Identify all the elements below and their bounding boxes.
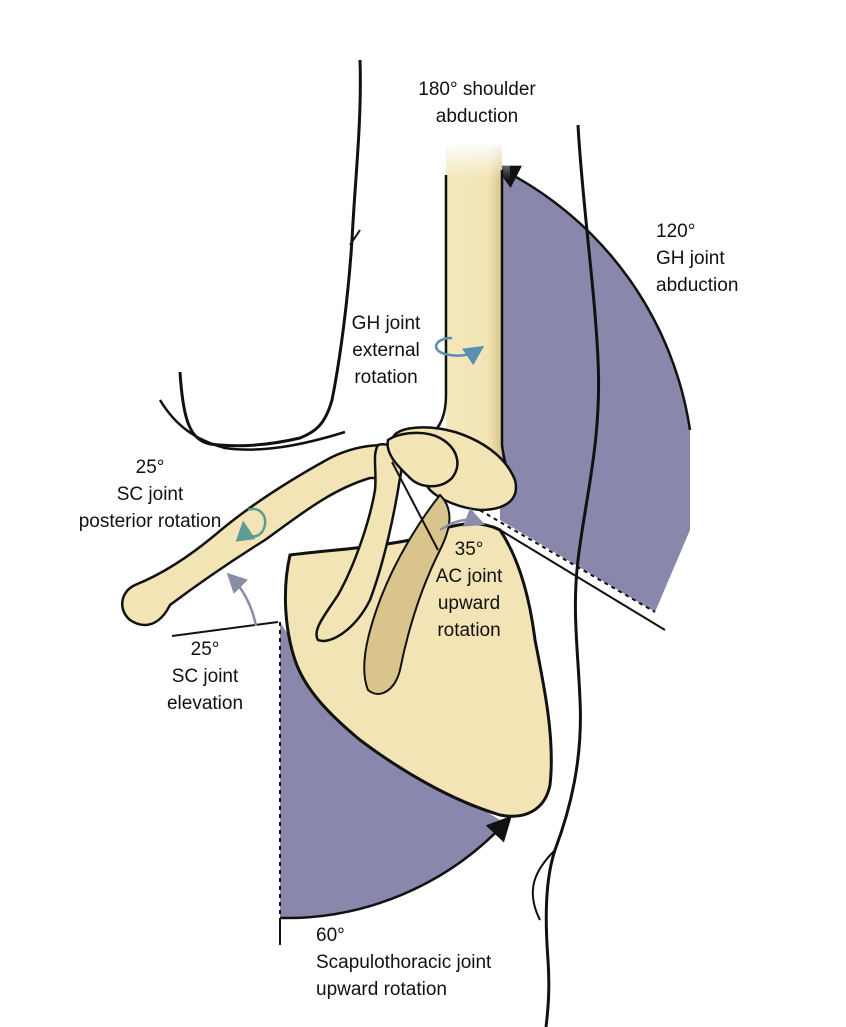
label-line: 120° xyxy=(656,221,696,242)
label-line: rotation xyxy=(354,367,418,388)
ac-pointer-line xyxy=(391,461,439,551)
label-line: 60° xyxy=(316,925,345,946)
label-line: Scapulothoracic joint xyxy=(316,952,492,973)
label-line: abduction xyxy=(656,275,739,296)
sc-elevation-arrow xyxy=(226,572,258,627)
acromion xyxy=(315,443,403,643)
label-line: 35° xyxy=(454,539,484,560)
label-line: external xyxy=(352,340,420,361)
label-gh-external-rotation: GH joint external rotation xyxy=(336,310,436,391)
humerus-shaft xyxy=(446,145,502,465)
label-line: upward rotation xyxy=(316,979,447,1000)
label-line: GH joint xyxy=(351,313,421,334)
label-sc-elevation: 25° SC joint elevation xyxy=(150,636,260,717)
label-line: elevation xyxy=(166,693,244,714)
neck-outline-tick xyxy=(349,229,361,246)
label-shoulder-abduction: 180° shoulder abduction xyxy=(402,76,552,130)
gh-abduction-sector xyxy=(500,168,690,612)
label-gh-abduction: 120° GH joint abduction xyxy=(656,218,738,299)
label-line: 25° xyxy=(135,457,165,478)
label-line: SC joint xyxy=(116,484,184,505)
label-line: AC joint xyxy=(435,566,503,587)
label-ac-upward-rotation: 35° AC joint upward rotation xyxy=(414,536,524,644)
gh-sector-arc xyxy=(494,165,692,431)
thorax-outline xyxy=(544,124,601,1027)
sc-elevation-baseline xyxy=(171,621,279,637)
ac-upward-rotation-arrow xyxy=(439,508,485,532)
thorax-outline-inner xyxy=(531,849,556,921)
gh-external-rotation-arrow xyxy=(434,336,485,366)
label-line: posterior rotation xyxy=(78,511,222,532)
st-sector-arc xyxy=(279,815,512,920)
label-line: 180° shoulder xyxy=(418,79,536,100)
clavicle-upper-line xyxy=(158,399,346,451)
neck-outline xyxy=(178,59,362,448)
label-sc-posterior-rotation: 25° SC joint posterior rotation xyxy=(60,454,240,535)
label-scapulothoracic-rotation: 60° Scapulothoracic joint upward rotatio… xyxy=(316,922,491,1003)
humerus-fade xyxy=(440,140,510,180)
label-line: abduction xyxy=(435,106,519,127)
humerus-left-edge xyxy=(429,175,448,437)
label-line: GH joint xyxy=(656,248,725,269)
sc-posterior-rotation-arrow xyxy=(235,507,267,542)
scapulothoracic-sector xyxy=(280,622,505,919)
gh-sector-solid-edge xyxy=(499,529,666,631)
label-line: 25° xyxy=(190,639,220,660)
label-line: rotation xyxy=(437,620,501,641)
scapular-spine xyxy=(363,493,451,695)
coracoid xyxy=(386,431,459,488)
label-line: SC joint xyxy=(171,666,239,687)
label-line: upward xyxy=(437,593,501,614)
